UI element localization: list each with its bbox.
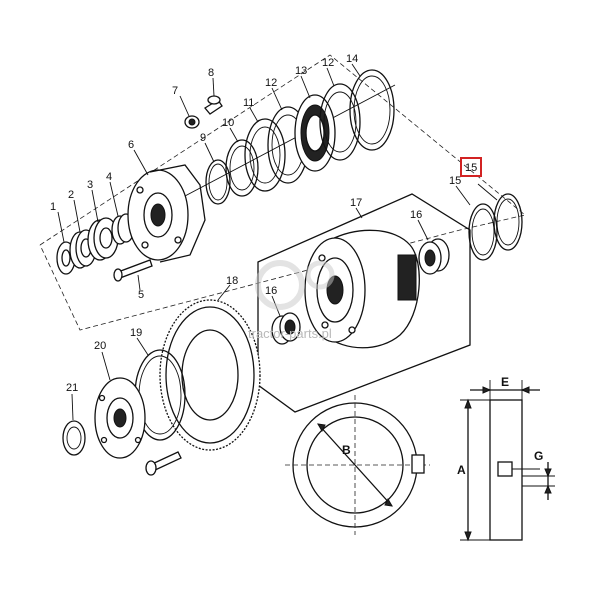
callout-17: 17 — [350, 197, 362, 209]
callout-6: 6 — [128, 139, 134, 151]
callout-15a: 15 — [449, 175, 461, 187]
watermark-logo — [255, 260, 335, 310]
part-1-washer — [56, 211, 76, 275]
detail-ring-section-view — [460, 380, 555, 542]
part-7-nut — [179, 95, 200, 129]
callout-16b: 16 — [265, 285, 277, 297]
callout-7: 7 — [172, 85, 178, 97]
part-10-ring — [225, 127, 259, 197]
dim-label-a: A — [457, 463, 466, 477]
callout-14: 14 — [346, 53, 358, 65]
callout-18: 18 — [226, 275, 238, 287]
differential-housing — [304, 229, 420, 349]
callout-9: 9 — [200, 132, 206, 144]
part-8-pin — [204, 77, 223, 115]
lower-bolt — [145, 451, 182, 476]
part-9-snap-ring — [204, 142, 231, 205]
callout-4: 4 — [106, 171, 112, 183]
watermark-text: tractor-parts.pl — [248, 326, 332, 341]
part-21-seal — [62, 393, 86, 456]
callout-15b-highlight — [460, 157, 482, 177]
part-14-large-snap-ring — [349, 63, 395, 151]
callout-13: 13 — [295, 65, 307, 77]
callout-19: 19 — [130, 327, 142, 339]
callout-10: 10 — [222, 117, 234, 129]
dim-label-b: B — [342, 443, 351, 457]
callout-15b: 15 — [465, 162, 477, 174]
callout-12a: 12 — [265, 77, 277, 89]
part-12-disc-b — [319, 67, 361, 161]
part-16-side-gear-left — [271, 295, 301, 345]
part-16-side-gear-right — [417, 219, 450, 275]
callout-21: 21 — [66, 382, 78, 394]
assembly-17-leader — [355, 207, 363, 219]
callout-3: 3 — [87, 179, 93, 191]
part-20-flange — [94, 351, 146, 459]
callout-11: 11 — [243, 97, 254, 109]
detail-ring-front-view — [285, 395, 430, 535]
part-18-ring-gear — [159, 284, 261, 451]
part-13-friction-disc — [294, 75, 336, 172]
upper-assembly-frame — [39, 54, 526, 331]
dim-label-g: G — [534, 449, 543, 463]
part-15-rings — [455, 183, 523, 261]
part-11-clutch-plate — [244, 107, 286, 192]
part-5-bolt — [113, 259, 153, 291]
dim-label-e: E — [501, 375, 509, 389]
callout-2: 2 — [68, 189, 74, 201]
callout-16a: 16 — [410, 209, 422, 221]
callout-8: 8 — [208, 67, 214, 79]
callout-20: 20 — [94, 340, 106, 352]
callout-12b: 12 — [322, 57, 334, 69]
callout-5: 5 — [138, 289, 144, 301]
part-6-diff-case — [127, 149, 206, 263]
callout-1: 1 — [50, 201, 56, 213]
